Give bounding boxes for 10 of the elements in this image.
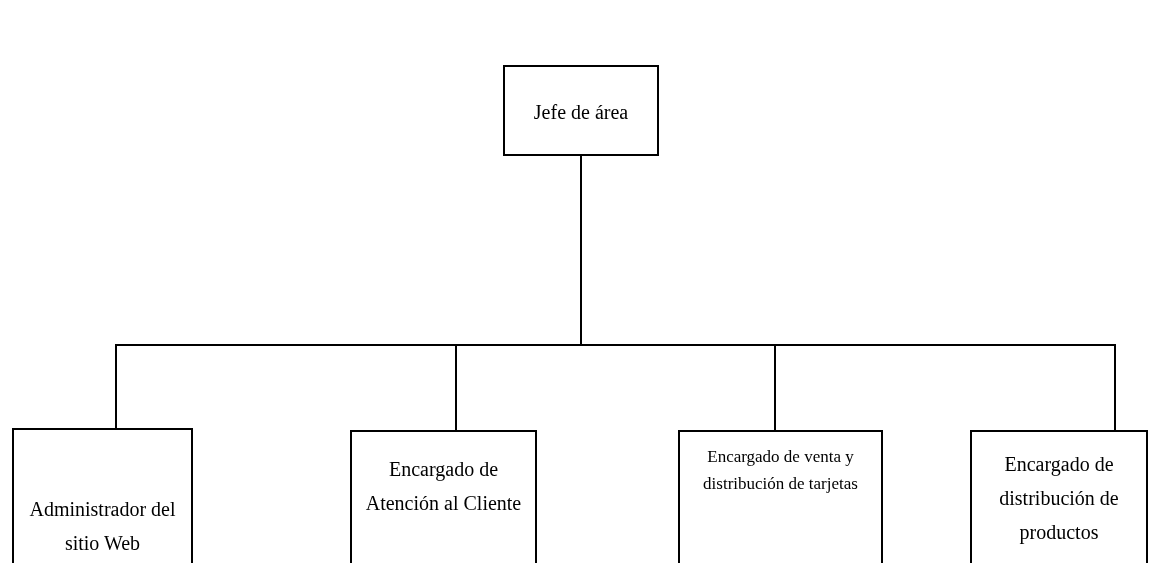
role-box [970, 430, 1148, 563]
role-box [503, 65, 659, 156]
role-title: Jefe de área [532, 100, 630, 125]
role-title: Encargado de venta y distribución de tarjetas [702, 446, 859, 495]
role-title: Encargado de distribución de productos [998, 452, 1120, 546]
role-title: Administrador del sitio Web [28, 497, 177, 556]
role-box [12, 428, 193, 563]
role-box [350, 430, 537, 563]
role-title: Encargado de Atención al Cliente [364, 457, 523, 516]
role-box [678, 430, 883, 563]
